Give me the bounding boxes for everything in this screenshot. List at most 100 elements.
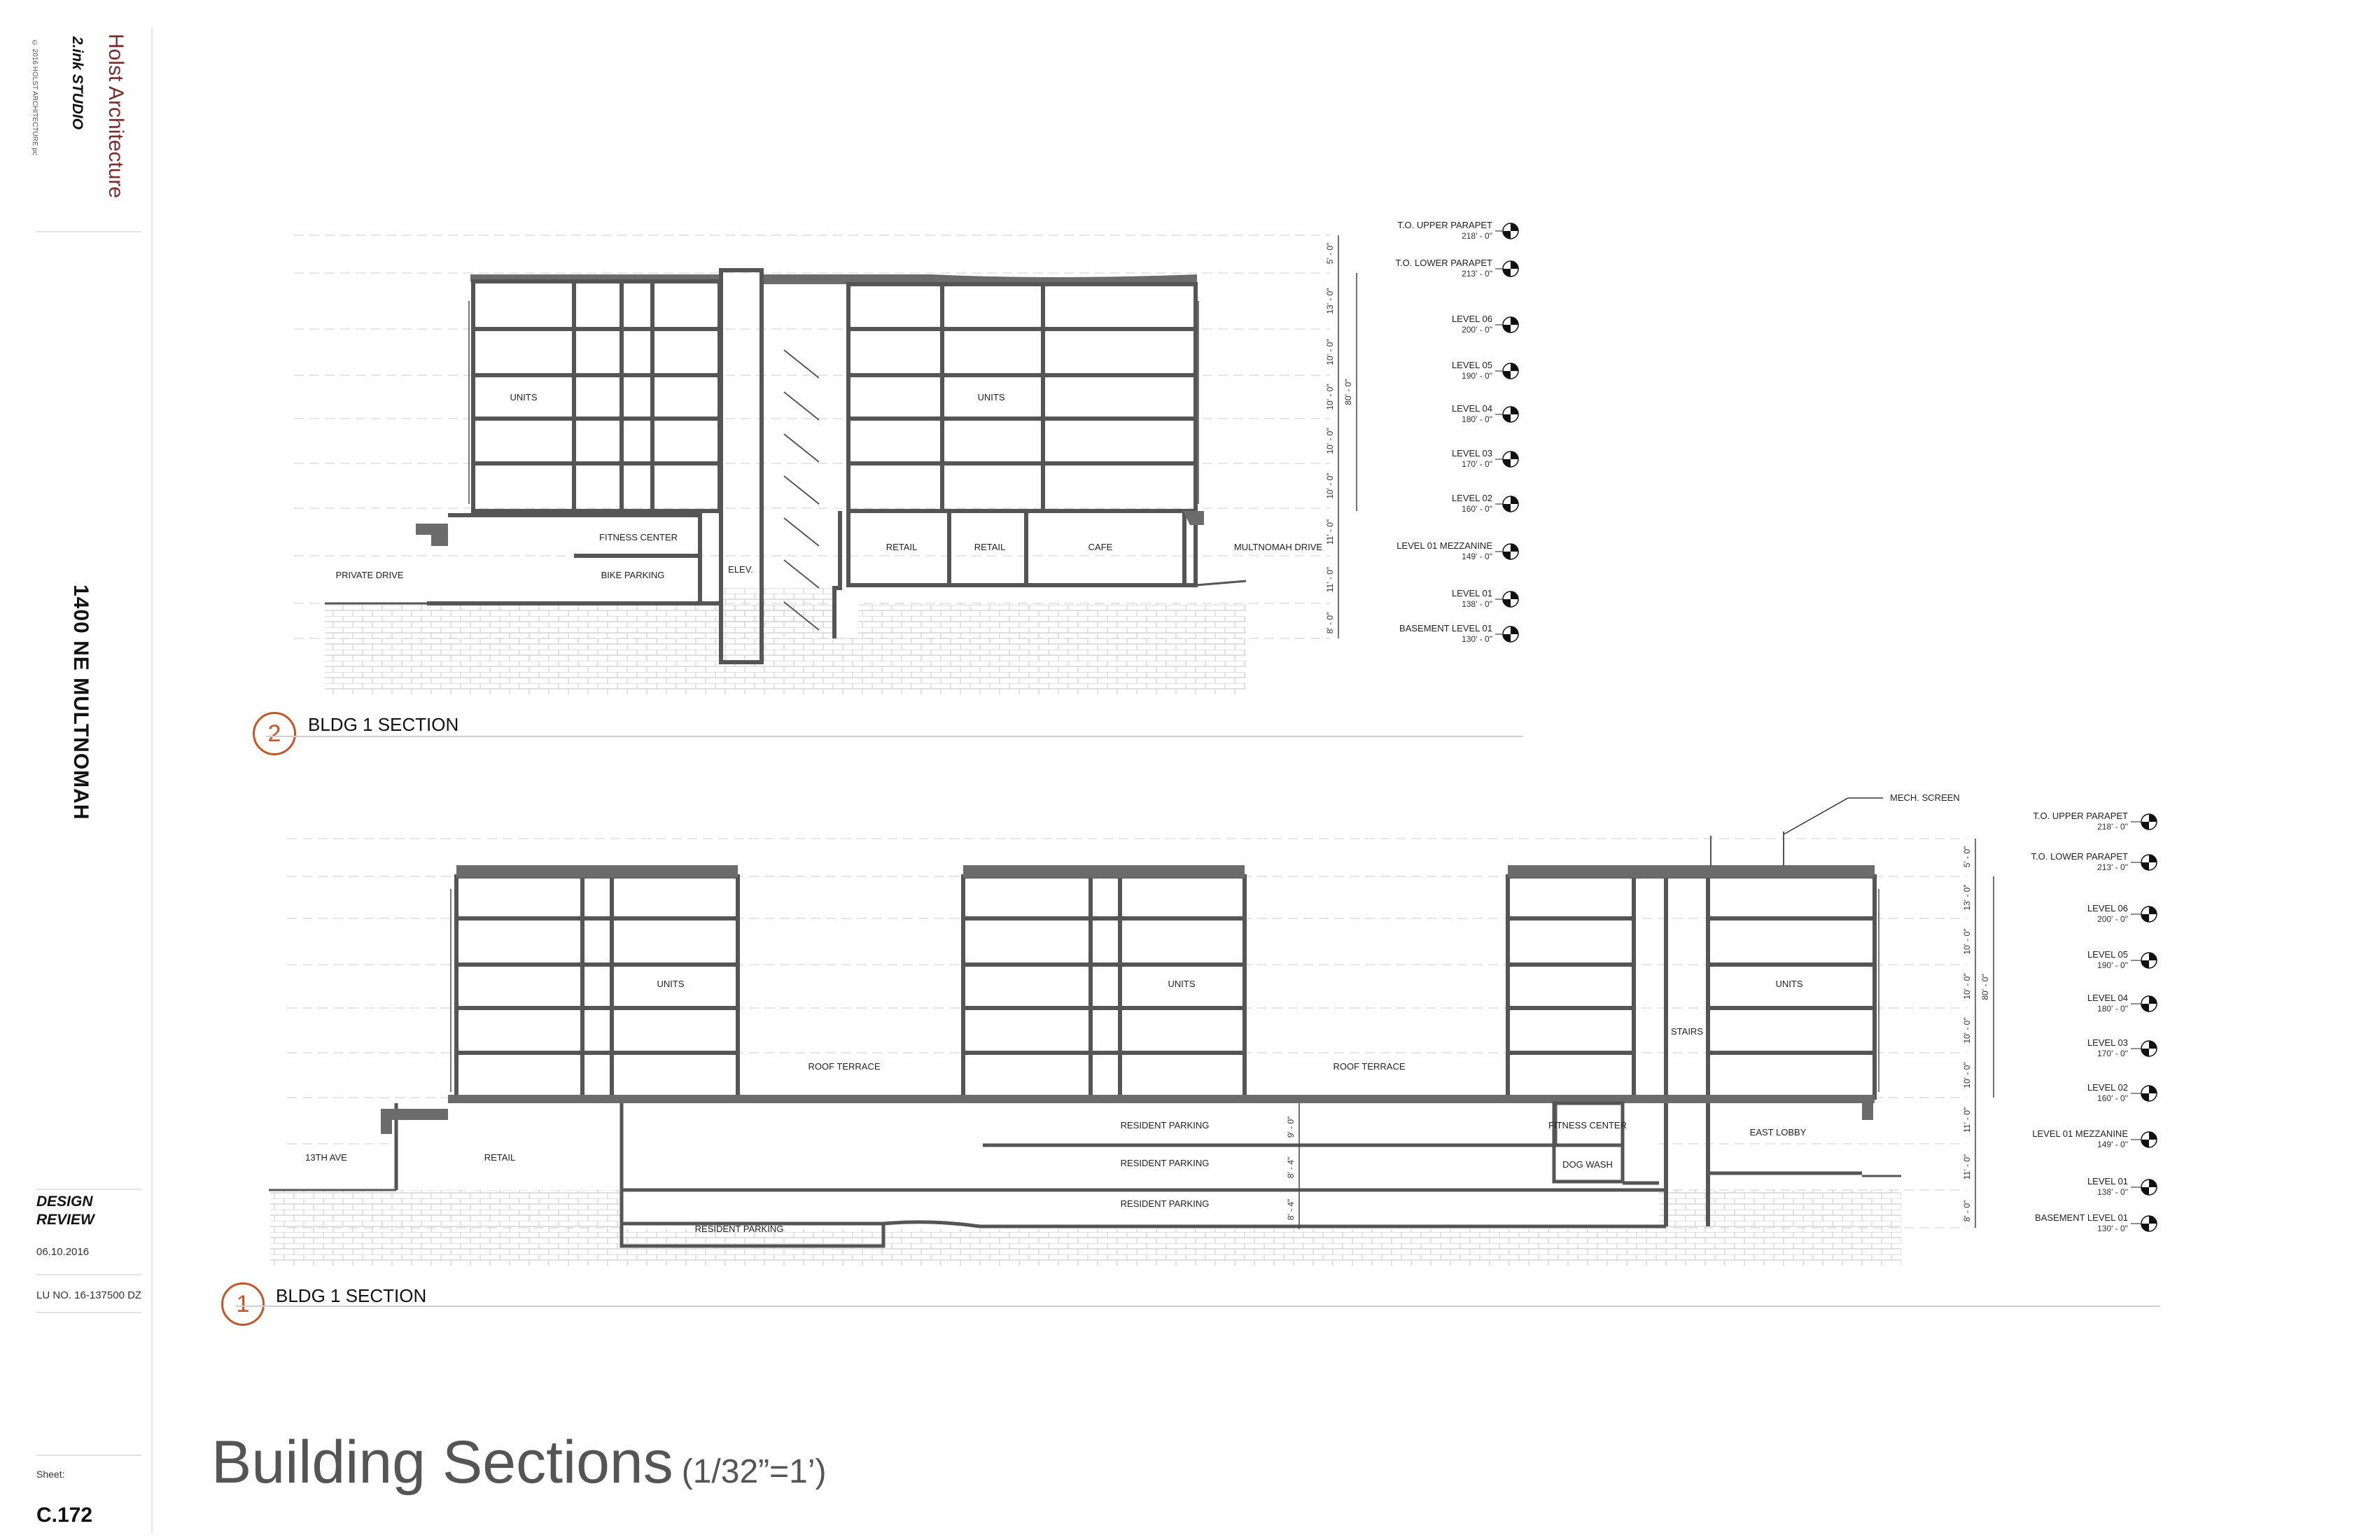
dimension-text: 13' - 0" [1962,884,1972,910]
level-elevation: 160' - 0" [1462,504,1492,514]
room-label: FITNESS CENTER [1548,1120,1627,1130]
level-name: T.O. LOWER PARAPET [2031,851,2129,862]
dimension-text: 10' - 0" [1325,339,1335,365]
level-elevation: 200' - 0" [2097,914,2128,924]
level-elevation: 213' - 0" [2097,862,2128,872]
issue-date: 06.10.2016 [36,1246,90,1258]
level-name: T.O. UPPER PARAPET [2033,811,2128,821]
room-label: STAIRS [1671,1026,1703,1037]
section-1-marker: 1 [221,1282,265,1326]
section-2-drawing: UNITS UNITS FITNESS CENTER BIKE PARKING … [266,220,1523,737]
room-label: DOG WASH [1562,1159,1613,1170]
room-label: RESIDENT PARKING [1121,1120,1210,1130]
level-target-icon [1511,592,1518,599]
room-label: UNITS [510,392,538,402]
section-1-drawing: 9' - 0" 8' - 4" 8' - 4" MECH. SCREEN UNI… [235,792,2160,1307]
level-elevation: 149' - 0" [1462,552,1492,561]
section-1-dimensions: 5' - 0" 13' - 0" 10' - 0" 10' - 0" 10' -… [1962,846,1990,1222]
level-target-icon [2149,1132,2157,1140]
level-target-icon [1511,626,1518,634]
sheet-number: C.172 [36,1504,93,1527]
sidebar-rule [36,1312,141,1313]
room-label: UNITS [1168,979,1196,989]
level-elevation: 138' - 0" [2097,1187,2128,1197]
level-name: T.O. UPPER PARAPET [1397,220,1492,230]
dimension-text: 10' - 0" [1325,384,1335,410]
level-name: LEVEL 01 MEZZANINE [1396,540,1492,551]
room-label: EAST LOBBY [1750,1127,1807,1138]
level-name: LEVEL 02 [2087,1082,2128,1093]
level-target-icon [1503,504,1511,512]
level-target-icon [1511,496,1518,504]
section-1-label: BLDG 1 SECTION [276,1285,427,1306]
page-title-scale: (1/32”=1’) [681,1453,827,1490]
room-label: ELEV. [728,564,753,575]
room-label: ROOF TERRACE [808,1061,880,1072]
level-name: T.O. LOWER PARAPET [1396,258,1493,268]
dimension-text: 10' - 0" [1962,1017,1972,1043]
sidebar-rule [36,1274,141,1275]
room-label: FITNESS CENTER [599,532,678,542]
retail-wall [832,511,842,638]
level-elevation: 200' - 0" [1462,325,1492,335]
mech-screen-label: MECH. SCREEN [1890,792,1960,803]
tower-wall [1506,874,1877,1100]
roof-slab [1508,865,1875,878]
level-name: LEVEL 02 [1452,493,1492,503]
level-name: LEVEL 05 [2087,949,2128,960]
room-label: 13TH AVE [305,1152,347,1163]
level-target-icon [2141,914,2149,922]
dimension-text: 13' - 0" [1325,288,1335,314]
level-target-icon [2141,1187,2149,1195]
mech-screen-leader [1783,797,1883,835]
dimension-text: 10' - 0" [1962,1062,1972,1088]
level-target-icon [2149,814,2157,822]
room-label: RETAIL [974,542,1006,552]
level-target-icon [2149,996,2157,1004]
level-target-icon [2141,1049,2149,1056]
section-2-label: BLDG 1 SECTION [308,714,459,735]
level-target-icon [1503,459,1511,467]
tower-wall [454,874,740,1100]
phase-line-1: DESIGN [36,1194,93,1210]
copyright-text: © 2016 HOLST ARCHITECTURE pc [31,39,38,155]
level-target-icon [2149,906,2157,914]
dimension-text: 11' - 0" [1962,1107,1972,1133]
overall-dimension-text: 80' - 0" [1343,379,1353,405]
section-2-ground-floor [427,509,1198,638]
room-label: RESIDENT PARKING [1121,1198,1210,1209]
level-target-icon [2141,960,2149,968]
level-target-icon [2149,953,2157,960]
roof-slab [763,274,1197,284]
level-target-icon [2141,862,2149,870]
dimension-text: 8' - 0" [1325,612,1335,634]
section-2-marker: 2 [253,712,296,755]
title-block-sidebar: Holst Architecture 2.ink STUDIO © 2016 H… [0,0,153,1540]
studio-name: 2.ink STUDIO [69,36,85,130]
right-parapet [1183,511,1204,525]
roof-slab [456,865,738,878]
dimension-text: 10' - 0" [1962,973,1972,999]
level-elevation: 138' - 0" [1462,599,1492,609]
level-target-icon [2141,1093,2149,1101]
sidebar-rule [36,231,141,232]
sidebar-rule [36,1189,141,1190]
level-target-icon [2141,1140,2149,1147]
section-2-stairs [783,349,820,631]
right-block-wall [846,282,1198,513]
sidebar-divider [151,28,153,1533]
level-elevation: 160' - 0" [2097,1093,2128,1103]
level-target-icon [1503,231,1511,239]
garage-wall [620,1103,886,1248]
left-parapet [416,524,448,546]
roof-slab [963,865,1245,878]
stair-run [783,349,820,631]
level-name: LEVEL 01 [2087,1176,2128,1186]
room-label: PRIVATE DRIVE [335,570,403,580]
level-target-icon [1503,371,1511,379]
level-elevation: 170' - 0" [2097,1049,2128,1058]
dimension-text: 10' - 0" [1325,472,1335,498]
